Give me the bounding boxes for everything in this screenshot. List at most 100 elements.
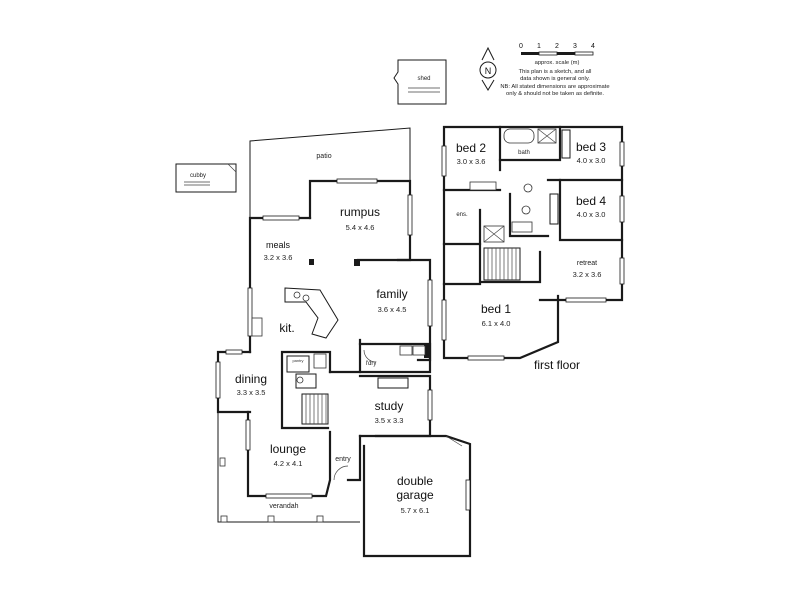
family-dims: 3.6 x 4.5 bbox=[378, 305, 407, 314]
study-label: study bbox=[375, 399, 404, 413]
bed3-dims: 4.0 x 3.0 bbox=[577, 156, 606, 165]
patio-label: patio bbox=[316, 153, 331, 160]
pantry-label: pantry bbox=[292, 358, 303, 363]
scale-seg-4 bbox=[574, 51, 594, 56]
verandah-label: verandah bbox=[269, 503, 298, 510]
note-line-3: NB: All stated dimensions are approximat… bbox=[500, 84, 609, 90]
ground-floor bbox=[215, 127, 472, 558]
ensuite-label: ens. bbox=[456, 212, 468, 218]
scale-bar: 0 1 2 3 4 approx. scale (m) bbox=[519, 43, 595, 66]
verandah-post-2 bbox=[267, 515, 275, 523]
laundry-label: l'dry bbox=[366, 361, 377, 367]
first-floor-stair bbox=[483, 247, 521, 281]
rumpus-label: rumpus bbox=[340, 205, 380, 219]
lounge-window-bottom bbox=[265, 493, 313, 499]
rumpus-wall bbox=[308, 179, 412, 262]
bed4-dims: 4.0 x 3.0 bbox=[577, 210, 606, 219]
cubby-door bbox=[227, 163, 237, 173]
lounge-window bbox=[245, 419, 251, 451]
scale-tick-1: 1 bbox=[537, 43, 541, 50]
north-arrow-down bbox=[481, 79, 495, 91]
pantry-walls bbox=[280, 350, 332, 430]
study-dims: 3.5 x 3.3 bbox=[375, 416, 404, 425]
scale-tick-0: 0 bbox=[519, 43, 523, 50]
dining-window bbox=[215, 361, 221, 399]
shed-label: shed bbox=[417, 76, 430, 82]
verandah-post-3 bbox=[316, 515, 324, 523]
scale-seg-3 bbox=[557, 52, 575, 55]
laundry-tub bbox=[399, 345, 413, 356]
kitchen-window bbox=[247, 287, 253, 337]
bed2-dims: 3.0 x 3.6 bbox=[457, 157, 486, 166]
family-column bbox=[424, 344, 430, 358]
rumpus-window-side bbox=[407, 194, 413, 236]
garage-dims: 5.7 x 6.1 bbox=[401, 506, 430, 515]
cooktop bbox=[251, 317, 263, 337]
powder-toilet bbox=[296, 376, 304, 384]
bath-vanity bbox=[469, 181, 497, 191]
verandah-post-4 bbox=[219, 457, 226, 467]
note-line-1: This plan is a sketch, and all bbox=[519, 69, 592, 75]
garage-label-line2: garage bbox=[396, 488, 434, 502]
scale-tick-4: 4 bbox=[591, 43, 595, 50]
meals-window bbox=[262, 215, 300, 221]
lounge-dims: 4.2 x 4.1 bbox=[274, 459, 303, 468]
kitchen-island bbox=[284, 287, 339, 339]
kitchen-sink-2 bbox=[302, 294, 310, 302]
meals-label: meals bbox=[266, 240, 291, 250]
first-floor-label: first floor bbox=[534, 358, 580, 372]
rumpus-window bbox=[336, 178, 378, 184]
study-storage bbox=[377, 377, 409, 389]
ensuite-vanity bbox=[511, 221, 533, 233]
bath-toilet bbox=[523, 183, 533, 193]
rumpus-column bbox=[354, 259, 360, 266]
verandah-post-1 bbox=[220, 515, 228, 523]
stair-wall bbox=[478, 242, 542, 284]
cubby: cubby bbox=[175, 163, 237, 193]
bed1-label: bed 1 bbox=[481, 302, 511, 316]
patio-outline bbox=[249, 127, 411, 218]
laundry-wall bbox=[358, 342, 432, 374]
pantry-box bbox=[286, 355, 310, 373]
meals-dims: 3.2 x 3.6 bbox=[264, 253, 293, 262]
meals-column bbox=[309, 259, 314, 265]
scale-label: approx. scale (m) bbox=[535, 60, 580, 66]
north-arrow: N bbox=[479, 46, 497, 91]
verandah-outline bbox=[217, 412, 360, 523]
bed2-label: bed 2 bbox=[456, 141, 486, 155]
dining-window-top bbox=[225, 349, 243, 355]
entry-label: entry bbox=[335, 456, 351, 463]
bathtub bbox=[503, 128, 535, 144]
bed1-window-bottom bbox=[467, 355, 505, 361]
bed4-label: bed 4 bbox=[576, 194, 606, 208]
retreat-window-bottom bbox=[565, 297, 607, 303]
powder-wc bbox=[295, 373, 317, 389]
laundry-door bbox=[363, 349, 377, 363]
bed2-window bbox=[441, 145, 447, 177]
scale-seg-1 bbox=[521, 52, 539, 55]
bed4-window bbox=[619, 195, 625, 223]
ensuite-toilet bbox=[521, 205, 531, 215]
shed: shed bbox=[393, 59, 447, 105]
retreat-window bbox=[619, 257, 625, 285]
note-line-4: only & should not be taken as definite. bbox=[506, 91, 604, 97]
kitchen-sink bbox=[293, 291, 301, 299]
disclaimer-notes: This plan is a sketch, and all data show… bbox=[500, 69, 609, 97]
note-line-2: data shown is general only. bbox=[520, 76, 590, 82]
shed-outline bbox=[393, 59, 447, 105]
scale-tick-2: 2 bbox=[555, 43, 559, 50]
garage-label-line1: double bbox=[397, 474, 433, 488]
lounge-label: lounge bbox=[270, 442, 306, 456]
ground-stair bbox=[301, 393, 329, 425]
bed1-wall bbox=[442, 282, 560, 302]
family-window bbox=[427, 279, 433, 327]
study-window bbox=[427, 389, 433, 421]
bed3-label: bed 3 bbox=[576, 140, 606, 154]
rumpus-dims: 5.4 x 4.6 bbox=[346, 223, 375, 232]
north-circle bbox=[479, 61, 497, 79]
bed3-robe bbox=[561, 129, 571, 159]
north-label: N bbox=[485, 66, 492, 76]
garage-side-window bbox=[465, 479, 471, 511]
dining-label: dining bbox=[235, 372, 267, 386]
